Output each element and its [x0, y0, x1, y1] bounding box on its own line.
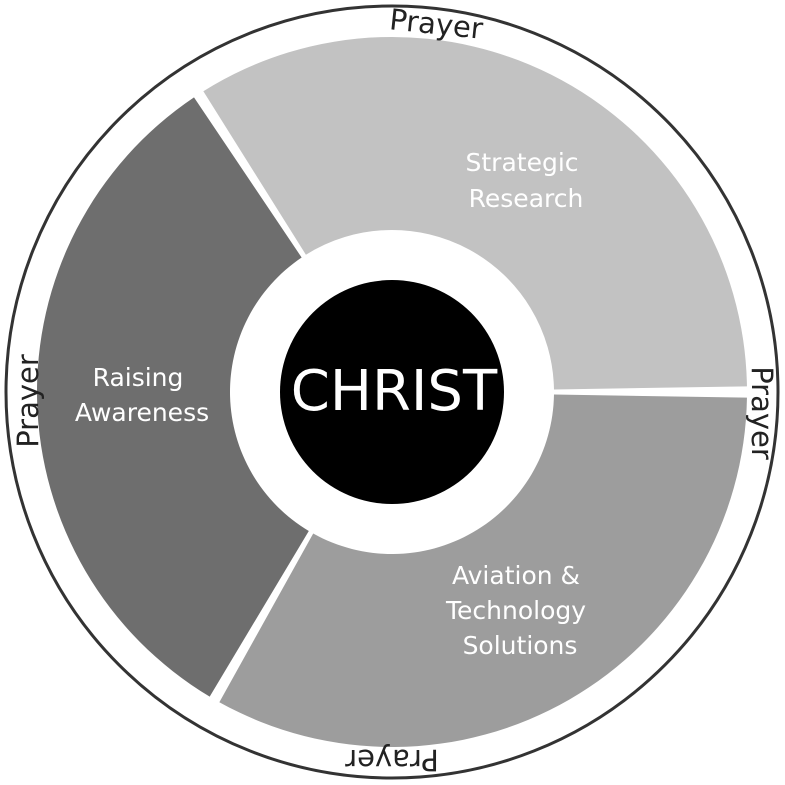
ring-label-bottom: Prayer: [345, 743, 439, 777]
segment-aviation-technology-solutions: [219, 394, 747, 747]
center-label: CHRIST: [291, 359, 498, 424]
center-circle: [280, 280, 504, 504]
segment-label-strategic-research: Strategic Research: [466, 148, 587, 213]
segment-strategic-research: [203, 37, 747, 390]
segment-label-raising-awareness: Raising Awareness: [75, 363, 209, 427]
ring-label-left: Prayer: [11, 354, 45, 448]
segment-raising-awareness: [36, 97, 309, 697]
ring-label-right: Prayer: [745, 366, 779, 460]
segment-label-aviation-technology-solutions: Aviation & Technology Solutions: [445, 561, 594, 660]
